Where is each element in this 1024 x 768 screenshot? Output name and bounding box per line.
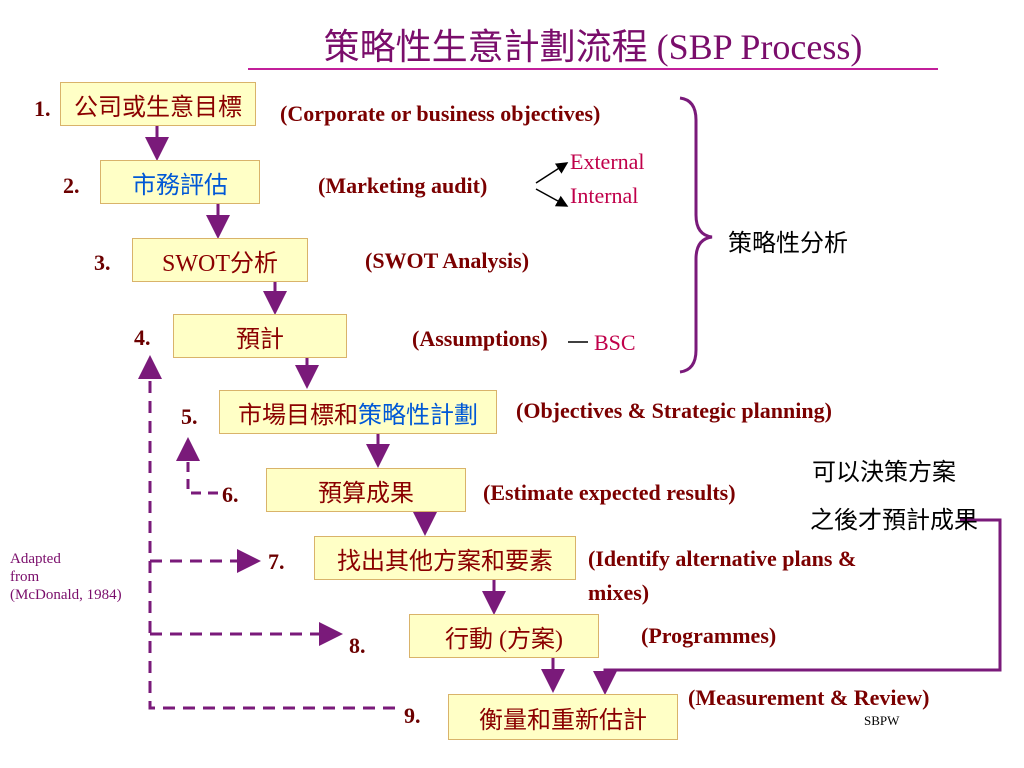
step-7-desc-line-2: mixes)	[588, 580, 650, 605]
step-1-number: 1.	[34, 96, 51, 121]
decision-note-line-2: 之後才預計成果	[810, 508, 978, 534]
step-3-box: SWOT分析	[132, 238, 308, 282]
step-5-label-strategic: 策略性計劃	[358, 402, 478, 429]
step-8-desc: (Programmes)	[641, 623, 777, 648]
credit-line-1: Adapted	[10, 551, 61, 567]
step-5-number: 5.	[181, 404, 198, 429]
source-credit: Adapted from (McDonald, 1984)	[10, 550, 122, 604]
branch-internal	[535, 188, 569, 207]
page-title: 策略性生意計劃流程 (SBP Process)	[323, 27, 863, 67]
footer-label: SBPW	[864, 713, 900, 728]
step-6-number: 6.	[222, 482, 239, 507]
step-2-number: 2.	[63, 173, 80, 198]
step-5-label-objectives: 市場目標和	[238, 402, 358, 429]
bsc-label: BSC	[594, 330, 636, 355]
decision-note-line-1: 可以決策方案	[812, 460, 956, 486]
step-4-desc: (Assumptions)	[412, 326, 548, 351]
title-underline	[248, 68, 938, 70]
step-8-number: 8.	[349, 633, 366, 658]
step-4-number: 4.	[134, 325, 151, 350]
step-2-box: 市務評估	[100, 160, 260, 204]
step-3-desc: (SWOT Analysis)	[365, 248, 530, 273]
step-8-box: 行動 (方案)	[409, 614, 599, 658]
step-5-box: 市場目標和策略性計劃	[219, 390, 497, 434]
decision-feedback-line	[593, 518, 1002, 695]
analysis-brace	[679, 96, 713, 374]
branch-external	[535, 162, 569, 184]
external-label: External	[570, 149, 645, 174]
step-9-number: 9.	[404, 703, 421, 728]
step-1-desc: (Corporate or business objectives)	[280, 101, 601, 126]
step-7-desc-line-1: (Identify alternative plans &	[588, 546, 857, 571]
credit-line-2: from	[10, 569, 40, 585]
step-6-desc: (Estimate expected results)	[483, 480, 736, 505]
step-6-box: 預算成果	[266, 468, 466, 512]
step-7-number: 7.	[268, 549, 285, 574]
step-9-desc: (Measurement & Review)	[688, 685, 930, 710]
step-3-number: 3.	[94, 250, 111, 275]
credit-line-3: (McDonald, 1984)	[10, 587, 122, 603]
internal-label: Internal	[570, 183, 639, 208]
loop-6-to-5	[176, 437, 218, 495]
strategic-analysis-label: 策略性分析	[728, 231, 848, 257]
step-4-box: 預計	[173, 314, 347, 358]
step-9-box: 衡量和重新估計	[448, 694, 678, 740]
step-5-desc: (Objectives & Strategic planning)	[516, 398, 832, 423]
step-7-box: 找出其他方案和要素	[314, 536, 576, 580]
step-1-box: 公司或生意目標	[60, 82, 256, 126]
step-2-desc: (Marketing audit)	[318, 173, 488, 198]
loop-9-to-4	[138, 355, 395, 710]
